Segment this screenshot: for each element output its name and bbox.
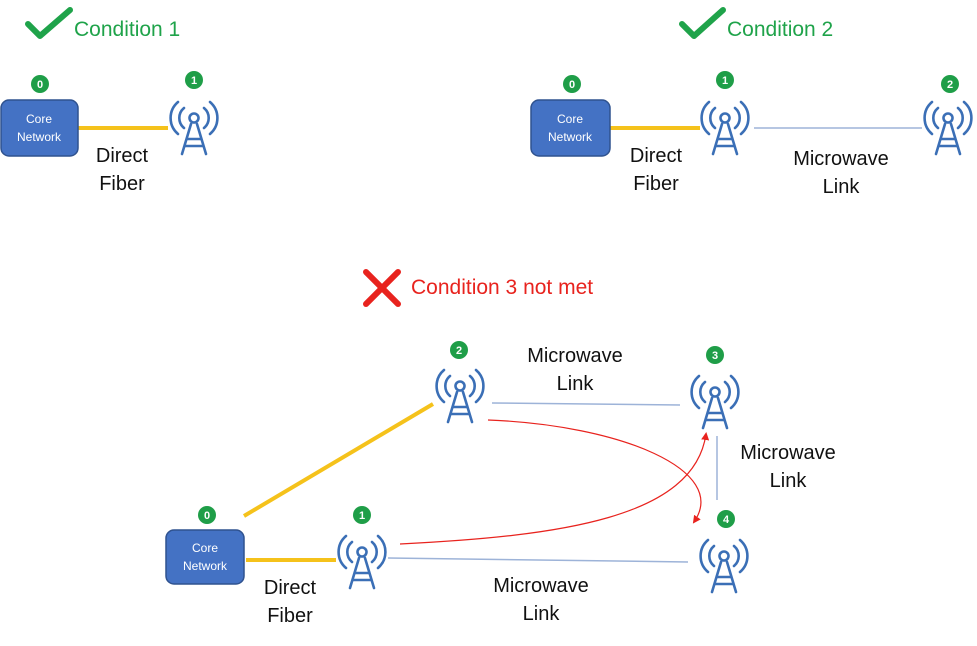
core-network-label-line1: Core	[26, 112, 52, 126]
microwave-link-label-line2: Link	[823, 176, 861, 198]
node-badge: 2	[941, 75, 959, 93]
svg-text:2: 2	[456, 345, 462, 357]
check-icon	[25, 7, 73, 39]
loop-path-arrow	[487, 419, 702, 524]
condition-1-panel: Condition 1 Core Network 0 1 Direct Fibe…	[0, 7, 219, 195]
loop-path-arrow	[399, 432, 710, 545]
svg-text:0: 0	[569, 79, 575, 91]
cell-tower-icon	[690, 374, 740, 430]
microwave-bottom-label-line2: Link	[523, 603, 561, 625]
microwave-right-label-line2: Link	[770, 470, 808, 492]
node-badge: 3	[706, 346, 724, 364]
condition-1-title: Condition 1	[74, 18, 180, 41]
svg-text:0: 0	[37, 79, 43, 91]
core-network-label-line2: Network	[548, 130, 593, 144]
cross-icon	[363, 269, 401, 307]
svg-text:4: 4	[723, 514, 730, 526]
cell-tower-icon	[699, 538, 749, 594]
node-badge: 0	[563, 75, 581, 93]
cell-tower-icon	[923, 100, 973, 156]
condition-3-panel: Condition 3 not met Core Network 0 2	[165, 269, 836, 627]
microwave-link-label-line1: Microwave	[793, 148, 889, 170]
core-network-node: Core Network	[530, 99, 611, 157]
svg-text:3: 3	[712, 350, 718, 362]
node-badge: 1	[353, 506, 371, 524]
fiber-link-core-to-2	[242, 402, 435, 518]
direct-fiber-label-line1: Direct	[264, 577, 317, 599]
microwave-link-2-3	[491, 402, 681, 406]
microwave-link-1-4	[387, 557, 689, 563]
cell-tower-icon	[169, 100, 219, 156]
microwave-bottom-label-line1: Microwave	[493, 575, 589, 597]
core-network-label-line1: Core	[192, 541, 218, 555]
check-icon	[679, 7, 726, 39]
svg-text:1: 1	[191, 75, 197, 87]
direct-fiber-label-line2: Fiber	[99, 173, 145, 195]
cell-tower-icon	[337, 534, 387, 590]
microwave-right-label-line1: Microwave	[740, 442, 836, 464]
core-network-label-line1: Core	[557, 112, 583, 126]
core-network-label-line2: Network	[17, 130, 62, 144]
svg-text:0: 0	[204, 510, 210, 522]
svg-text:1: 1	[359, 510, 365, 522]
condition-2-title: Condition 2	[727, 18, 833, 41]
svg-text:1: 1	[722, 75, 728, 87]
direct-fiber-label-line2: Fiber	[267, 605, 313, 627]
node-badge: 2	[450, 341, 468, 359]
condition-3-title: Condition 3 not met	[411, 276, 593, 299]
condition-2-panel: Condition 2 Core Network 0 1 2 Direct Fi…	[530, 7, 973, 198]
node-badge: 4	[717, 510, 735, 528]
node-badge: 0	[198, 506, 216, 524]
cell-tower-icon	[700, 100, 750, 156]
direct-fiber-label-line1: Direct	[630, 145, 683, 167]
microwave-top-label-line1: Microwave	[527, 345, 623, 367]
node-badge: 1	[716, 71, 734, 89]
svg-text:2: 2	[947, 79, 953, 91]
core-network-node: Core Network	[0, 99, 79, 157]
microwave-top-label-line2: Link	[557, 373, 595, 395]
direct-fiber-label-line2: Fiber	[633, 173, 679, 195]
node-badge: 0	[31, 75, 49, 93]
direct-fiber-label-line1: Direct	[96, 145, 149, 167]
core-network-label-line2: Network	[183, 559, 228, 573]
node-badge: 1	[185, 71, 203, 89]
cell-tower-icon	[435, 368, 485, 424]
core-network-node: Core Network	[165, 529, 245, 585]
